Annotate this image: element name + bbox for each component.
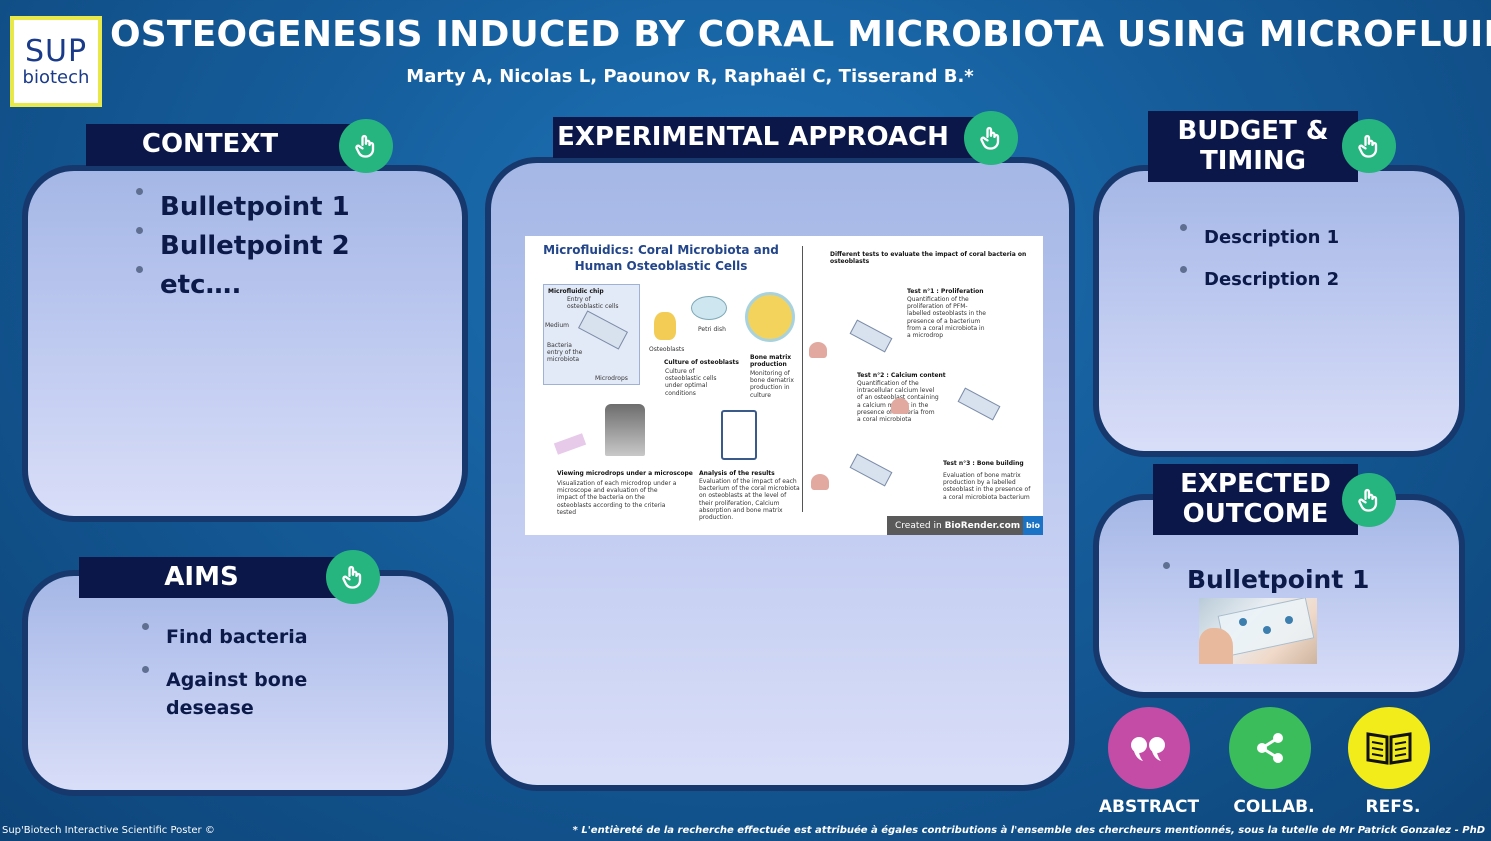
list-item: Bulletpoint 1 [1161,562,1369,598]
test3-chip [849,453,893,487]
chip-label: Microfluidic chip [548,288,604,295]
abstract-label: ABSTRACT [1098,797,1200,817]
footer-copyright: Sup'Biotech Interactive Scientific Poste… [2,825,215,836]
budget-info-button[interactable] [1342,119,1396,173]
petri-dish-illustration [691,296,727,320]
quote-icon [1131,737,1165,761]
step5-title: Analysis of the results [699,470,775,477]
context-panel [22,165,468,522]
test2-chip [957,387,1001,421]
logo-text-biotech: biotech [22,66,90,88]
list-item: etc…. [134,266,350,305]
test2-title: Test n°2 : Calcium content [857,372,946,379]
approach-info-button[interactable] [964,111,1018,165]
microscope-illustration [605,404,645,456]
bone-matrix-illustration [745,292,795,342]
step3-title: Different tests to evaluate the impact o… [830,251,1027,265]
step2-title: Bone matrix production [750,354,792,368]
coral-illustration [891,398,909,414]
test3-title: Test n°3 : Bone building [943,460,1024,467]
biorender-credit: Created in BioRender.com bio [887,516,1043,535]
step5-desc: Evaluation of the impact of each bacteri… [699,478,800,521]
aims-list: Find bacteria Against bone desease [140,623,340,722]
list-item: Bulletpoint 1 [134,188,350,227]
step4-desc: Visualization of each microdrop under a … [557,480,677,516]
aims-panel [22,570,454,796]
outcome-title-line1: EXPECTED [1180,468,1331,499]
poster-title: OSTEOGENESIS INDUCED BY CORAL MICROBIOTA… [110,14,1491,55]
aims-info-button[interactable] [326,550,380,604]
budget-panel [1093,165,1465,457]
step4-title: Viewing microdrops under a microscope [557,470,693,477]
context-list: Bulletpoint 1 Bulletpoint 2 etc…. [134,188,350,305]
experimental-figure: Microfluidics: Coral Microbiota and Huma… [525,236,1043,535]
hand-pointer-icon [980,127,1000,150]
slide-illustration [553,433,587,455]
list-item: Find bacteria [140,623,340,651]
collab-button[interactable] [1229,707,1311,789]
context-header: CONTEXT [86,124,364,166]
test1-desc: Quantification of the proliferation of P… [907,296,986,339]
osteoblasts-label: Osteoblasts [649,346,685,353]
list-item: Description 2 [1178,266,1339,294]
microdrops-label: Microdrops [595,375,628,382]
outcome-info-button[interactable] [1342,473,1396,527]
hand-pointer-icon [342,566,362,589]
context-title: CONTEXT [141,129,279,160]
outcome-list: Bulletpoint 1 [1161,562,1369,598]
microfluidic-chip-photo [1199,598,1317,664]
step1-title: Culture of osteoblasts [664,359,739,366]
test3-desc: Evaluation of bone matrix production by … [943,472,1031,501]
outcome-title-line2: OUTCOME [1182,498,1329,529]
refs-button[interactable] [1348,707,1430,789]
medium-label: Medium [545,322,569,329]
figure-title: Microfluidics: Coral Microbiota and Huma… [543,243,779,274]
approach-header: EXPERIMENTAL APPROACH [553,117,993,158]
sup-biotech-logo: SUP biotech [10,16,102,107]
credit-badge: bio [1023,516,1043,535]
aims-header: AIMS [79,557,354,598]
logo-text-sup: SUP [24,33,88,69]
hand-pointer-icon [1358,135,1378,158]
outcome-header: EXPECTED OUTCOME [1153,464,1358,535]
entry-label: Entry of osteoblastic cells [567,296,619,311]
coral-illustration [811,474,829,490]
step1-desc: Culture of osteoblastic cells under opti… [665,368,717,397]
clipboard-illustration [721,410,757,460]
collab-label: COLLAB. [1233,797,1315,817]
petri-label: Petri dish [698,326,726,333]
book-icon [1366,732,1412,765]
test1-chip [849,319,893,353]
hand-pointer-icon [1358,489,1378,512]
footer-note: * L'entièreté de la recherche effectuée … [572,825,1485,836]
share-icon [1257,733,1283,763]
figure-divider [802,246,803,512]
coral-illustration [809,342,827,358]
approach-title: EXPERIMENTAL APPROACH [557,121,949,152]
list-item: Against bone desease [140,666,340,722]
step2-desc: Monitoring of bone dematrix production i… [750,370,794,399]
credit-brand: BioRender.com [944,520,1021,531]
context-info-button[interactable] [339,119,393,173]
osteoblast-illustration [654,312,676,340]
abstract-button[interactable] [1108,707,1190,789]
refs-label: REFS. [1365,797,1421,817]
bacteria-label: Bacteria entry of the microbiota [547,342,583,364]
list-item: Bulletpoint 2 [134,227,350,266]
credit-prefix: Created in [895,520,942,531]
list-item: Description 1 [1178,224,1339,252]
budget-title-line2: TIMING [1199,145,1307,176]
hand-pointer-icon [355,135,375,158]
poster-authors: Marty A, Nicolas L, Paounov R, Raphaël C… [406,66,974,87]
budget-header: BUDGET & TIMING [1148,111,1358,182]
budget-list: Description 1 Description 2 [1178,224,1339,294]
aims-title: AIMS [164,561,239,592]
budget-title-line1: BUDGET & [1177,115,1329,146]
test1-title: Test n°1 : Proliferation [907,288,984,295]
